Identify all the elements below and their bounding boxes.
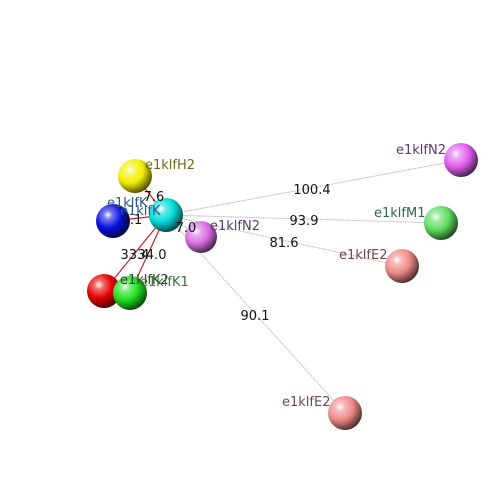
distance-label-c-m1: 93.9 — [290, 214, 319, 229]
node-label-n2b: e1klfN2 — [396, 143, 446, 158]
node-label-h2: e1klfH2 — [145, 158, 195, 173]
node-label-k1: e1klfK1 — [140, 275, 189, 290]
node-sphere-n2b[interactable] — [444, 143, 478, 177]
distance-label-c-n2b: 100.4 — [293, 183, 330, 198]
node-sphere-e2b[interactable] — [328, 396, 362, 430]
distance-label-c-e2b: 90.1 — [241, 309, 270, 324]
edge-c-n2b — [165, 159, 462, 216]
node-label-c: e1klfK — [120, 204, 161, 219]
distance-label-c-h2: 7.6 — [144, 190, 165, 205]
distance-label-c-n2a: 7.0 — [176, 221, 197, 236]
node-sphere-c[interactable] — [149, 198, 183, 232]
node-label-n2a: e1klfN2 — [210, 219, 260, 234]
node-sphere-h2[interactable] — [118, 159, 152, 193]
distance-label-c-e2a: 81.6 — [270, 236, 299, 251]
node-label-k2: e1klfK2 — [120, 273, 169, 288]
node-label-m1: e1klfM1 — [374, 206, 425, 221]
node-sphere-b[interactable] — [96, 204, 130, 238]
node-sphere-k2[interactable] — [87, 274, 121, 308]
nodes-layer — [87, 143, 478, 430]
node-sphere-n2a[interactable] — [185, 221, 217, 253]
node-sphere-k1[interactable] — [113, 276, 147, 310]
node-label-e2b: e1klfE2 — [282, 395, 330, 410]
distance-label-c-k2: 33.4 — [121, 248, 150, 263]
node-sphere-e2a[interactable] — [385, 249, 419, 283]
distance-labels-layer: 100.4 93.9 81.6 90.1 7.0 7.69.1 33.434.0 — [121, 183, 331, 324]
node-label-e2a: e1klfE2 — [339, 248, 387, 263]
node-sphere-m1[interactable] — [424, 206, 458, 240]
distance-label-c-b: 9.1 — [122, 213, 143, 228]
node-label-b: e1klfK — [107, 196, 148, 211]
distance-label-c-k1: 34.0 — [138, 248, 167, 263]
